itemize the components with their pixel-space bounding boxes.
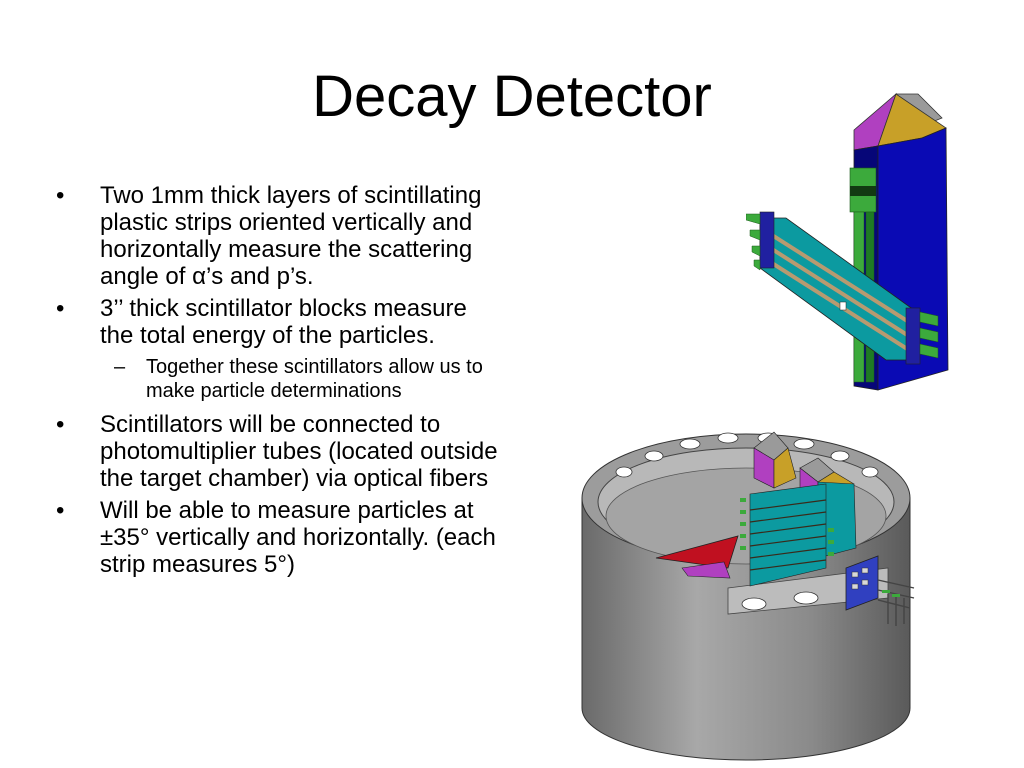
chamber-wall (581, 497, 911, 761)
strip-line-1 (762, 228, 914, 326)
sub-bullet-marker: – (114, 356, 126, 378)
target-wedge (655, 535, 739, 569)
bullet-list: • Two 1mm thick layers of scintillating … (56, 182, 506, 583)
bullet-marker: • (56, 497, 65, 524)
bullet-item: • Scintillators will be connected to pho… (56, 411, 506, 492)
strip-end-block-right (905, 307, 921, 365)
sub-bullet-list: – Together these scintillators allow us … (100, 355, 506, 403)
strip-window (839, 301, 847, 311)
bullet-item: • 3’’ thick scintillator blocks measure … (56, 295, 506, 403)
sub-bullet-text: Together these scintillators allow us to… (146, 356, 483, 402)
bullet-marker: • (56, 295, 65, 322)
strip-end-block-left (759, 211, 775, 269)
sub-bullet-item: – Together these scintillators allow us … (100, 355, 506, 403)
bullet-item: • Two 1mm thick layers of scintillating … (56, 182, 506, 290)
bullet-text: Will be able to measure particles at ±35… (100, 497, 496, 578)
detector-assembly-image (746, 92, 949, 391)
external-flange (845, 555, 915, 626)
bullet-text: 3’’ thick scintillator blocks measure th… (100, 295, 467, 349)
target-chamber-image (581, 431, 915, 761)
fiber-bundle-dark (850, 186, 876, 196)
fiber-tails-left (746, 213, 761, 271)
bullet-text: Two 1mm thick layers of scintillating pl… (100, 182, 482, 290)
slide-title: Decay Detector (312, 64, 712, 129)
fiber-tails-right (919, 311, 939, 359)
target-holder (681, 561, 731, 579)
bullet-text: Scintillators will be connected to photo… (100, 411, 498, 492)
strip-line-3 (762, 256, 914, 354)
inner-detector (740, 431, 857, 587)
bullet-marker: • (56, 411, 65, 438)
strip-line-2 (762, 242, 914, 340)
bullet-marker: • (56, 182, 65, 209)
bullet-item: • Will be able to measure particles at ±… (56, 497, 506, 578)
